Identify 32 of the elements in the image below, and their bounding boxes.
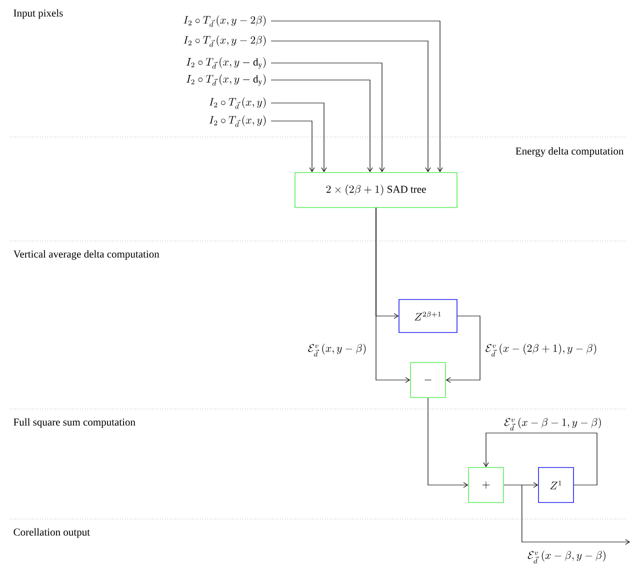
section-label: Energy delta computation [516, 147, 624, 157]
input-label: $I_2 \circ T_{\vec{d}}\left(x, y-2\beta\right)$ [184, 35, 266, 47]
section-label: Full square sum computation [14, 418, 136, 428]
process-box: $2\times(2\beta+1)\ \text{SAD tree}$ [294, 172, 458, 208]
operator-box: $Z^{1}$ [538, 467, 574, 503]
edge-label: $\mathcal{E}^{v}_{\vec{d}}\left(x, y-\beta\right)$ [308, 344, 366, 356]
arrow [483, 432, 598, 486]
section-label: Vertical average delta computation [13, 250, 160, 260]
arrow [428, 398, 468, 488]
edge-label: $\mathcal{E}^{v}_{\vec{d}}\left(x-(2\beta+1), y-\beta\right)$ [486, 344, 596, 356]
section-label: Corellation output [14, 528, 90, 538]
delay-box: $Z^{2\beta+1}$ [398, 299, 458, 333]
operator-box: $+$ [468, 467, 504, 503]
input-label: $I_2 \circ T_{\vec{d}}\left(x, y-\mathrm{d_y}\right)$ [186, 57, 266, 69]
input-label: $I_2 \circ T_{\vec{d}}\left(x, y\right)$ [209, 97, 266, 109]
arrow [446, 316, 480, 383]
arrow [270, 102, 327, 172]
input-label: $I_2 \circ T_{\vec{d}}\left(x, y\right)$ [209, 115, 266, 127]
arrow [270, 120, 315, 172]
input-label: $I_2 \circ T_{\vec{d}}\left(x, y-\mathrm{d_y}\right)$ [186, 74, 266, 86]
arrow [376, 208, 410, 383]
arrow [270, 40, 431, 172]
input-label: $I_2 \circ T_{\vec{d}}\left(x, y-2\beta\right)$ [184, 15, 266, 27]
edge-label: $\mathcal{E}^{v}_{\vec{d}}\left(x-\beta, y-\beta\right)$ [528, 550, 606, 564]
edge-label: $\mathcal{E}^{v}_{\vec{d}}\left(x-\beta-1, y-\beta\right)$ [504, 418, 601, 430]
arrow [270, 62, 385, 172]
arrow [270, 80, 373, 172]
arrow [270, 20, 443, 172]
arrow [522, 484, 630, 545]
arrow [504, 482, 538, 488]
section-label: Input pixels [14, 9, 63, 19]
operator-box: $-$ [410, 362, 446, 398]
